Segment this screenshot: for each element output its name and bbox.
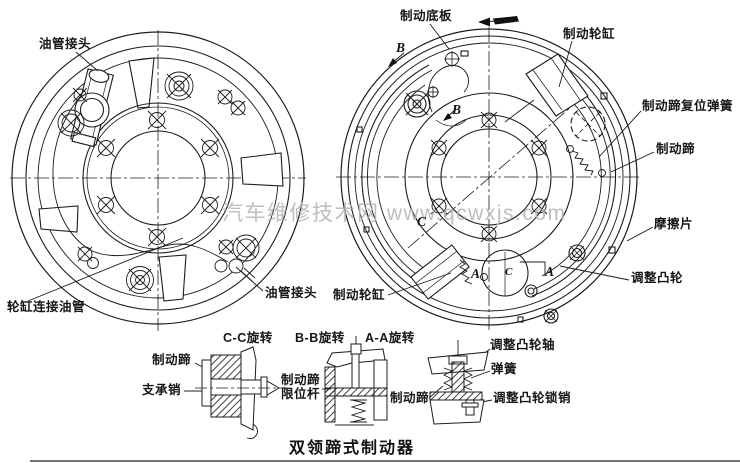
label-brake-shoe-right: 制动蹄 [656,142,696,156]
section-letter-c-outer: C [417,214,427,229]
rotation-direction-arrow [478,16,519,27]
site-watermark: 汽车维修技术网 www.qcwxjs.com [222,202,567,225]
label-bb-limit-rod: 制动蹄 限位杆 [281,373,321,401]
label-bb-limit-rod-line2: 限位杆 [281,386,321,401]
label-aa-brake-shoe: 制动蹄 [390,391,430,405]
label-friction-plate: 摩擦片 [654,217,694,231]
label-aa-cam-lock-pin: 调整凸轮锁销 [493,391,572,405]
label-pipe-joint-bottom: 油管接头 [265,286,318,300]
label-cc-support-pin: 支承销 [142,383,182,397]
label-aa-cam-shaft: 调整凸轮轴 [490,338,556,352]
label-pipe-joint-top-left: 油管接头 [39,37,92,51]
section-letter-a-left: A [471,266,481,281]
section-letter-b-inner: B [452,102,462,117]
detail-aa-drawing [427,340,489,425]
label-backing-plate: 制动底板 [400,9,453,23]
label-wheel-cylinder-top: 制动轮缸 [563,27,616,41]
label-cc-brake-shoe: 制动蹄 [152,353,192,367]
detail-cc-drawing [195,346,287,439]
section-letter-c-inner: C [505,266,513,278]
label-bb-limit-rod-line1: 制动蹄 [281,373,321,387]
figure-title: 双领蹄式制动器 [289,440,416,457]
label-aa-spring: 弹簧 [491,362,518,376]
detail-bb-drawing [324,336,388,426]
detail-title-bb: B-B旋转 [295,331,345,345]
label-return-spring: 制动蹄复位弹簧 [642,99,734,113]
label-wheel-cylinder-bottom: 制动轮缸 [333,288,386,302]
section-letter-b-outer: B [396,40,406,55]
detail-title-aa: A-A旋转 [365,331,415,345]
left-view-drawing [10,30,306,331]
right-view-drawing [336,16,642,332]
detail-title-cc: C-C旋转 [223,331,273,345]
label-adjust-cam: 调整凸轮 [631,271,684,285]
label-cylinder-connecting-pipe: 轮缸连接油管 [7,300,86,314]
section-letter-a-right: A [545,264,555,279]
